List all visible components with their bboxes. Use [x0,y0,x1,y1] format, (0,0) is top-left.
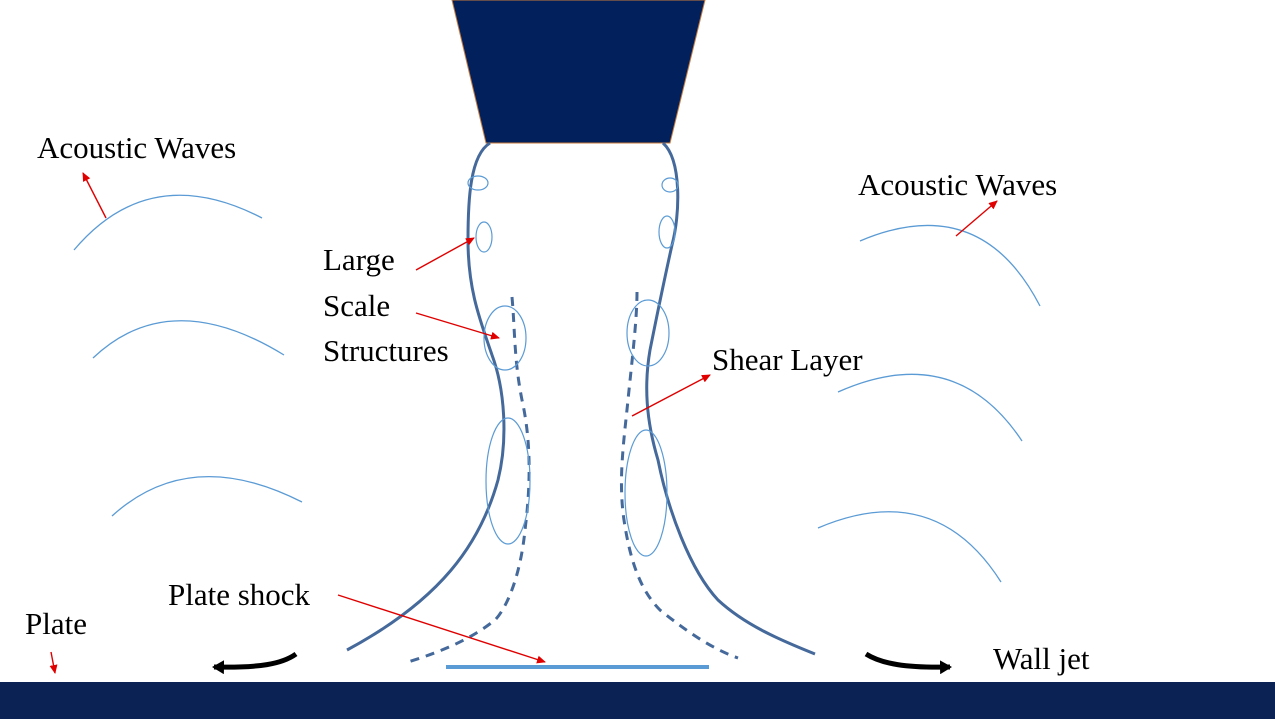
vortex-ellipse [658,215,676,249]
arrow-acoustic-right [955,200,998,237]
vortex-ellipse [485,417,531,545]
arrow-large-lower [415,312,500,340]
large-scale-structures-label-line2: Scale [323,288,391,323]
vortex-ellipse [626,299,670,367]
acoustic-wave-arc [859,224,1041,307]
wall-jet-arrow-right [864,651,952,675]
arrow-acoustic-left [82,172,107,219]
acoustic-waves-label-right: Acoustic Waves [858,167,1058,202]
shear-layer-right [619,291,739,660]
jet-boundary-left [346,141,506,652]
acoustic-wave-arc [111,476,303,517]
plate [0,682,1275,719]
acoustic-wave-arc [817,511,1002,583]
arrow-large-upper [415,237,475,271]
vortex-ellipse [624,429,668,557]
vortex-ellipse [661,177,679,193]
vortex-ellipse [467,175,489,191]
plate-shock-label: Plate shock [168,577,311,612]
shear-layer-label: Shear Layer [712,342,863,377]
large-scale-structures-label-line3: Structures [323,333,449,368]
vortex-ellipse [483,305,527,371]
acoustic-waves-label-left: Acoustic Waves [37,130,237,165]
jet-boundary-right [645,141,816,656]
arrow-plate [49,651,58,674]
vortex-ellipse [475,221,493,253]
acoustic-wave-arc [92,320,285,359]
plate-label: Plate [25,606,87,641]
large-scale-structures-label-line1: Large [323,242,395,277]
nozzle [451,0,706,144]
wall-jet-arrow-left [212,651,298,675]
acoustic-wave-arc [837,373,1023,442]
acoustic-wave-arc [73,194,263,251]
arrow-shear-layer [631,374,711,417]
wall-jet-label: Wall jet [993,641,1090,676]
arrow-plate-shock [337,594,546,664]
